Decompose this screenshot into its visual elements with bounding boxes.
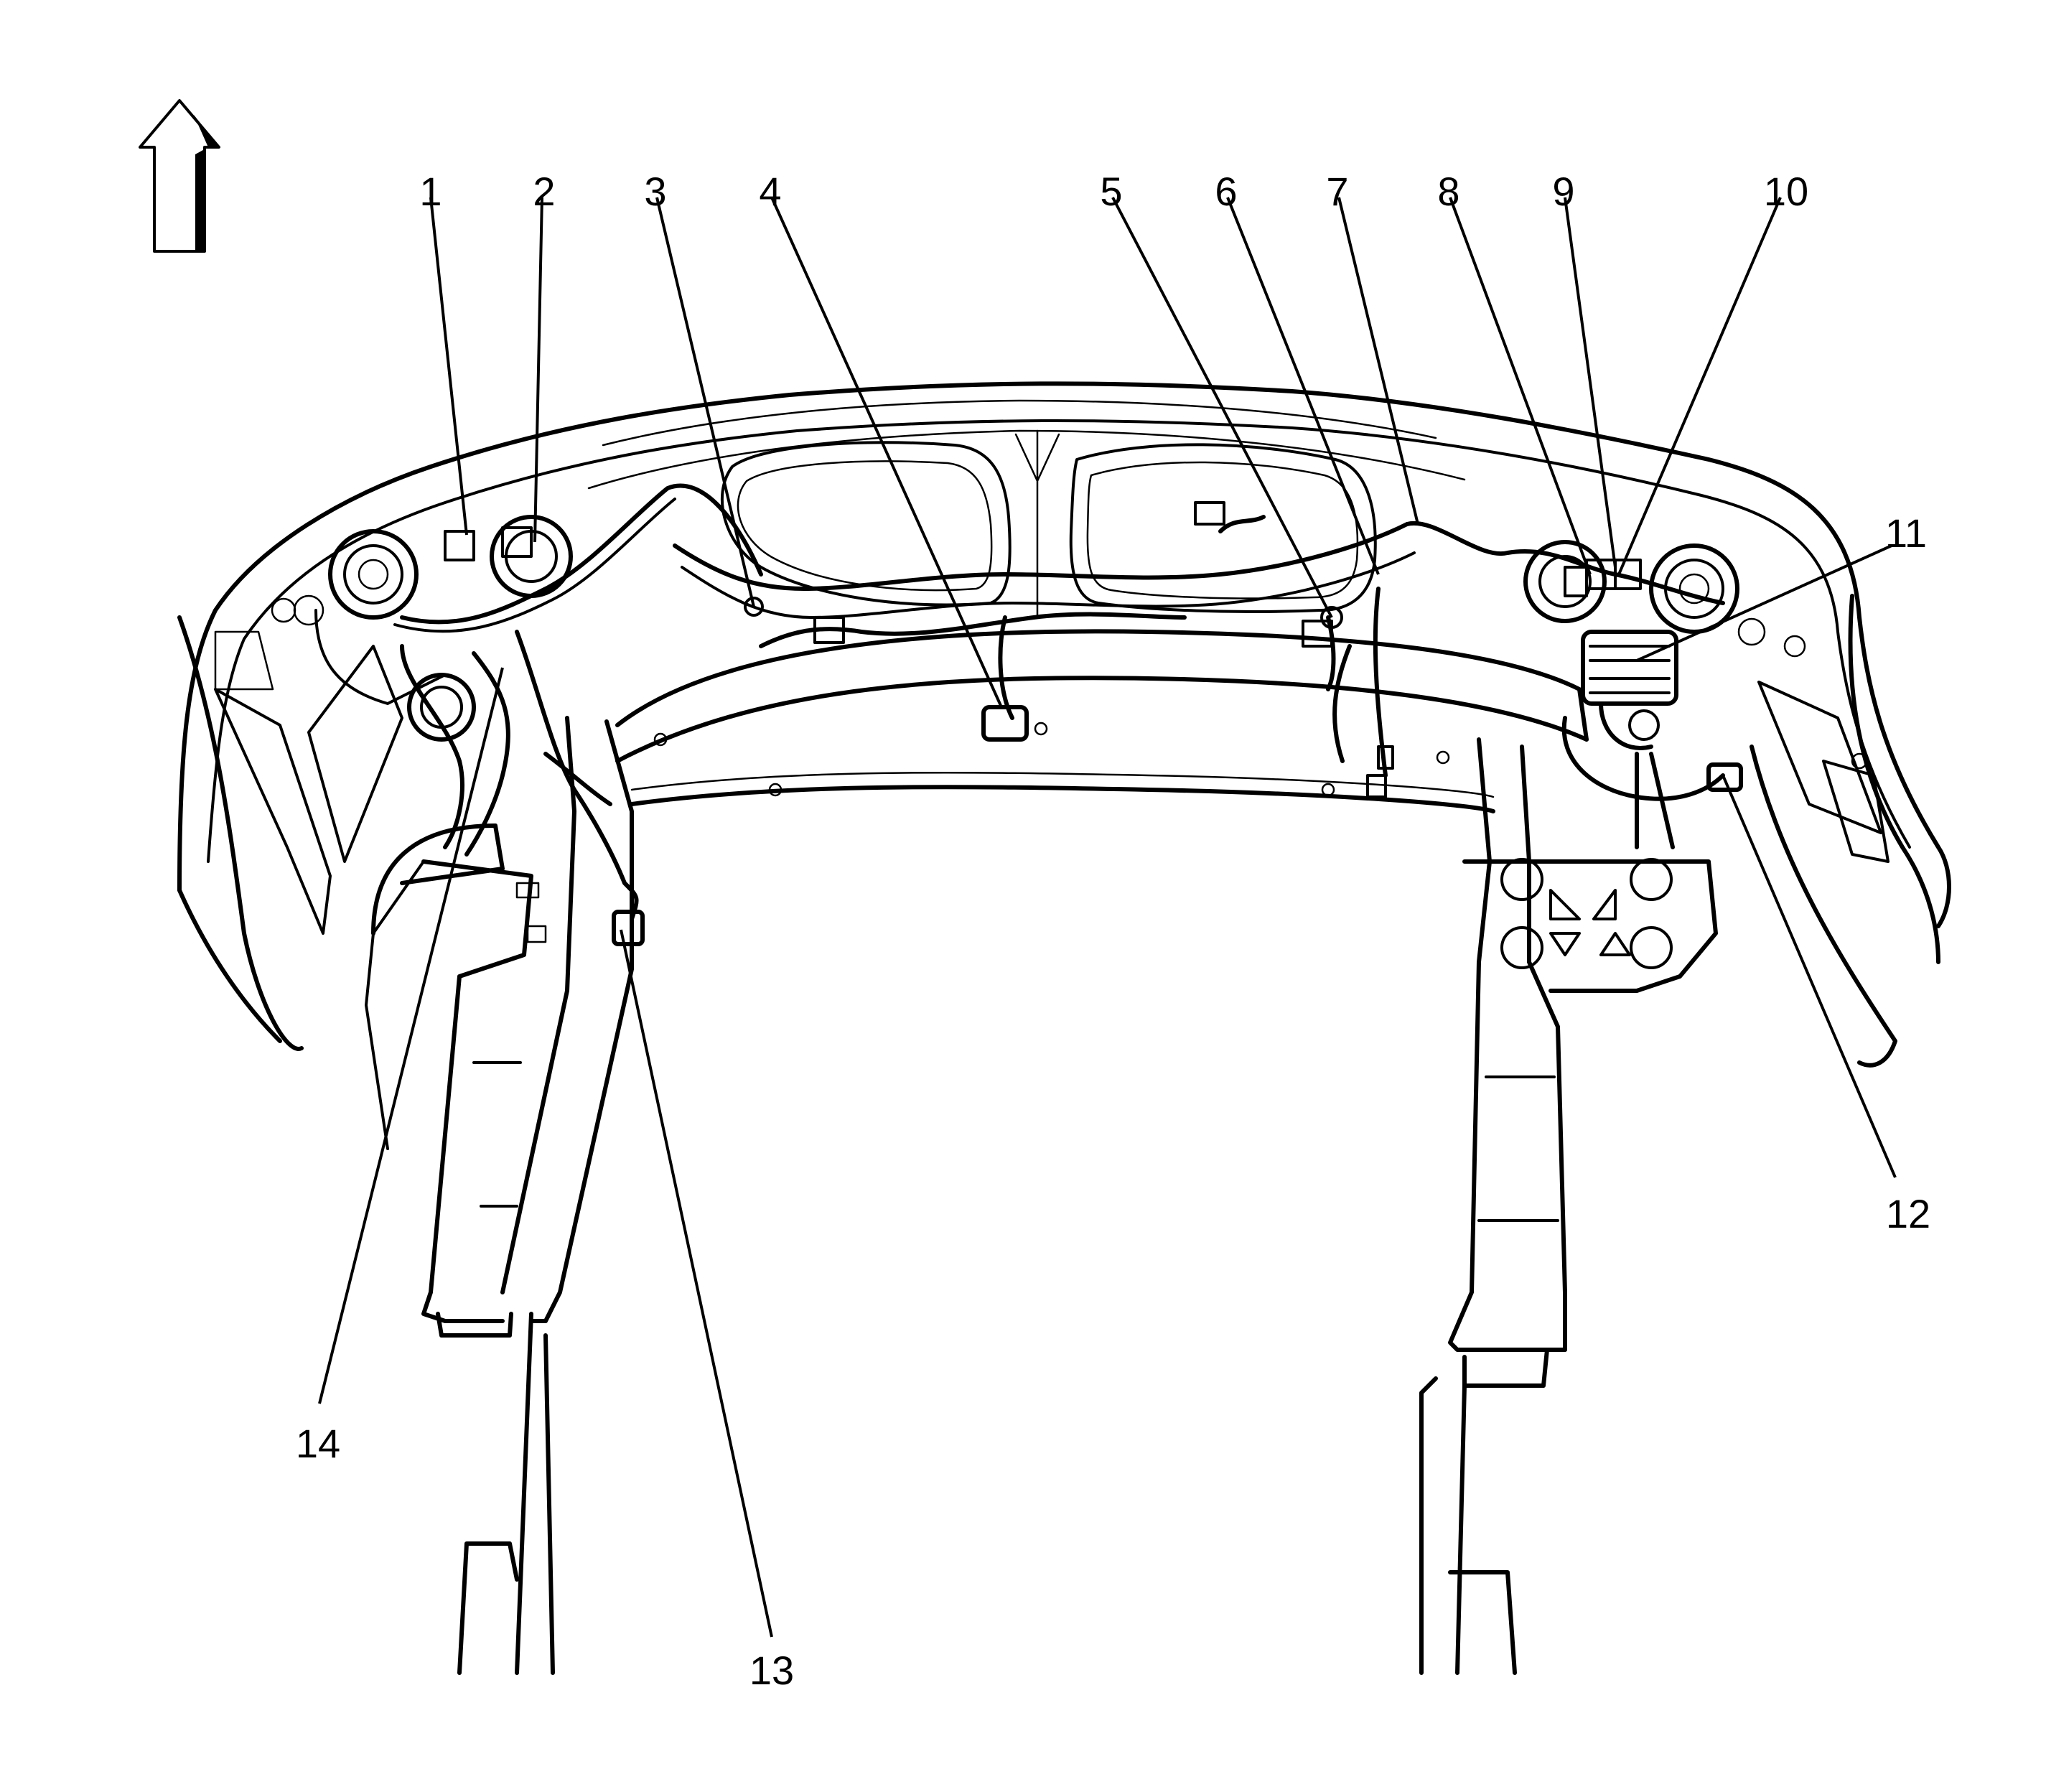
- leader-10: [1617, 197, 1782, 575]
- leader-8: [1449, 197, 1592, 575]
- bumper-fascia: [177, 381, 1951, 928]
- impact-bar: [615, 629, 1589, 813]
- leader-12: [1722, 775, 1897, 1178]
- leader-2: [533, 197, 543, 543]
- wiring-harness: [393, 483, 1743, 946]
- callout-14: 14: [296, 1421, 340, 1466]
- leader-6: [1226, 197, 1380, 575]
- right-frame-rail: [1419, 737, 1718, 1675]
- leader-5: [1111, 197, 1333, 618]
- callout-labels: 1 2 3 4 5 6 7 8 9 10 11 12 13 14: [296, 169, 1930, 1693]
- callout-9: 9: [1552, 169, 1574, 214]
- callout-7: 7: [1326, 169, 1348, 214]
- left-frame-rail: [365, 716, 634, 1675]
- leader-14: [318, 667, 504, 1404]
- leader-7: [1337, 197, 1419, 525]
- callout-4: 4: [759, 169, 781, 214]
- callout-13: 13: [749, 1648, 794, 1693]
- left-fender-liner: [177, 615, 403, 1051]
- callout-8: 8: [1437, 169, 1459, 214]
- callout-6: 6: [1215, 169, 1237, 214]
- leader-13: [620, 929, 773, 1638]
- leader-lines: [318, 197, 1897, 1638]
- electronic-module: [1581, 630, 1678, 750]
- up-arrow-icon: [139, 99, 220, 253]
- callout-1: 1: [419, 169, 442, 214]
- callout-10: 10: [1764, 169, 1808, 214]
- leader-1: [429, 197, 468, 536]
- callout-2: 2: [533, 169, 555, 214]
- callout-11: 11: [1885, 510, 1927, 556]
- right-fender-liner: [1750, 594, 1940, 1068]
- left-headlamp-assembly: [271, 515, 573, 742]
- callout-5: 5: [1100, 169, 1122, 214]
- right-headlamp-assembly: [1523, 540, 1806, 658]
- leader-3: [655, 197, 755, 607]
- leader-9: [1564, 197, 1617, 568]
- callout-12: 12: [1886, 1191, 1930, 1236]
- leader-11: [1636, 544, 1892, 662]
- leader-4: [770, 197, 1003, 708]
- callout-3: 3: [644, 169, 666, 214]
